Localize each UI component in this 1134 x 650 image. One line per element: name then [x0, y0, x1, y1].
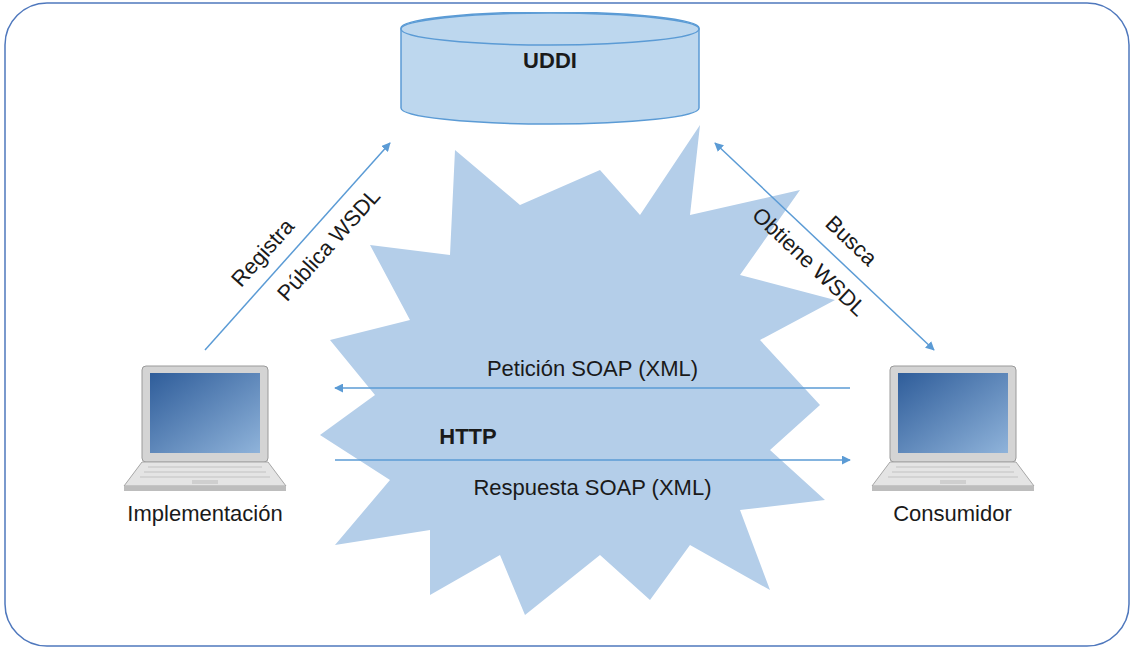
edge-note: Obtiene WSDL [748, 203, 871, 321]
edge-label: Petición SOAP (XML) [487, 357, 698, 381]
edge-label: Respuesta SOAP (XML) [473, 476, 711, 500]
laptop-icon [868, 362, 1038, 497]
outer-frame [5, 3, 1129, 646]
computer-label: Implementación [85, 501, 325, 527]
edge-label: Busca [820, 211, 881, 270]
message-arrow [715, 143, 934, 350]
computer-label: Consumidor [860, 501, 1045, 527]
protocol-label: HTTP [439, 425, 496, 449]
laptop-icon [120, 362, 290, 497]
message-arrow [335, 387, 850, 389]
registry-name: UDDI [400, 12, 700, 74]
network-starburst [320, 125, 835, 615]
registry-cylinder: UDDI [400, 12, 700, 125]
edge-note: Pública WSDL [272, 184, 384, 306]
message-arrow [205, 143, 390, 350]
consumer-laptop: Consumidor [860, 362, 1045, 527]
message-arrow [335, 459, 850, 461]
provider-laptop: Implementación [85, 362, 325, 527]
